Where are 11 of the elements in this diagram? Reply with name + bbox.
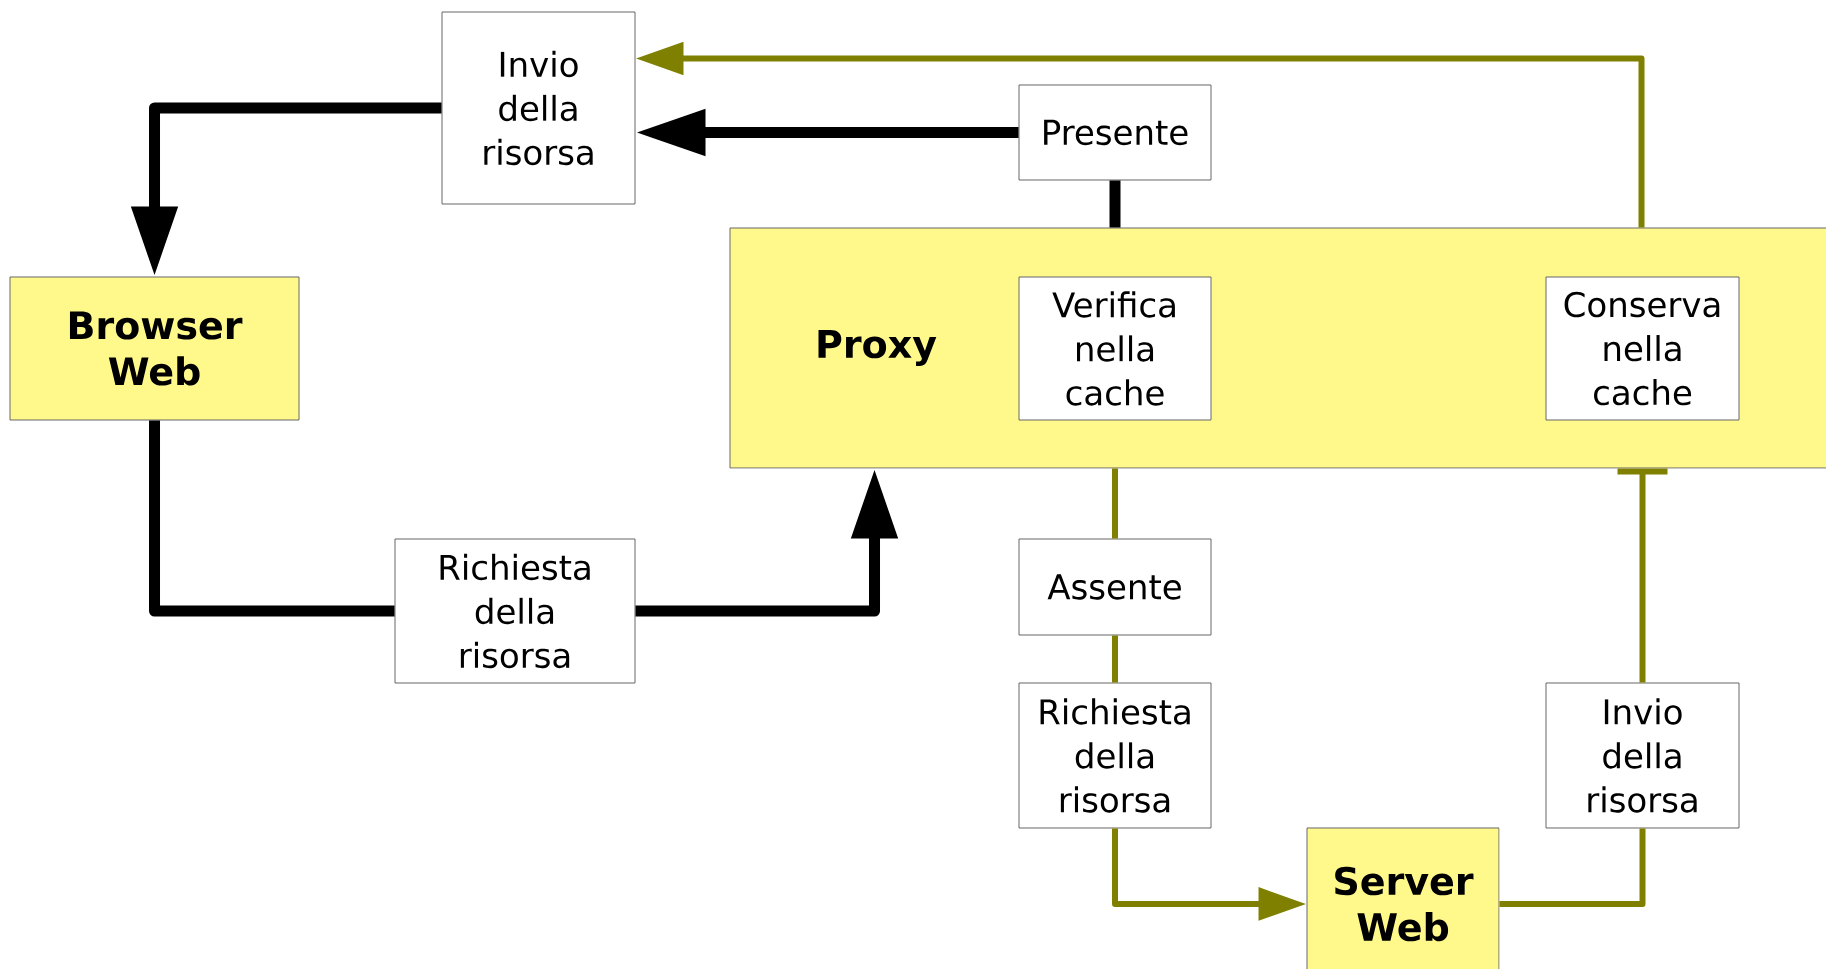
label-box: Assente [1018, 538, 1212, 636]
label-box: Presente [1018, 84, 1212, 181]
host-box: Server Web [1306, 827, 1500, 969]
label-box: Invio della risorsa [441, 11, 636, 205]
label-box: Verifica nella cache [1018, 276, 1212, 421]
label-box: Conserva nella cache [1545, 276, 1740, 421]
label-box: Richiesta della risorsa [394, 538, 636, 684]
label-box: Invio della risorsa [1545, 682, 1740, 829]
label-box: Richiesta della risorsa [1018, 682, 1212, 829]
host-box: Browser Web [9, 276, 300, 421]
arrow [1617, 468, 1668, 683]
